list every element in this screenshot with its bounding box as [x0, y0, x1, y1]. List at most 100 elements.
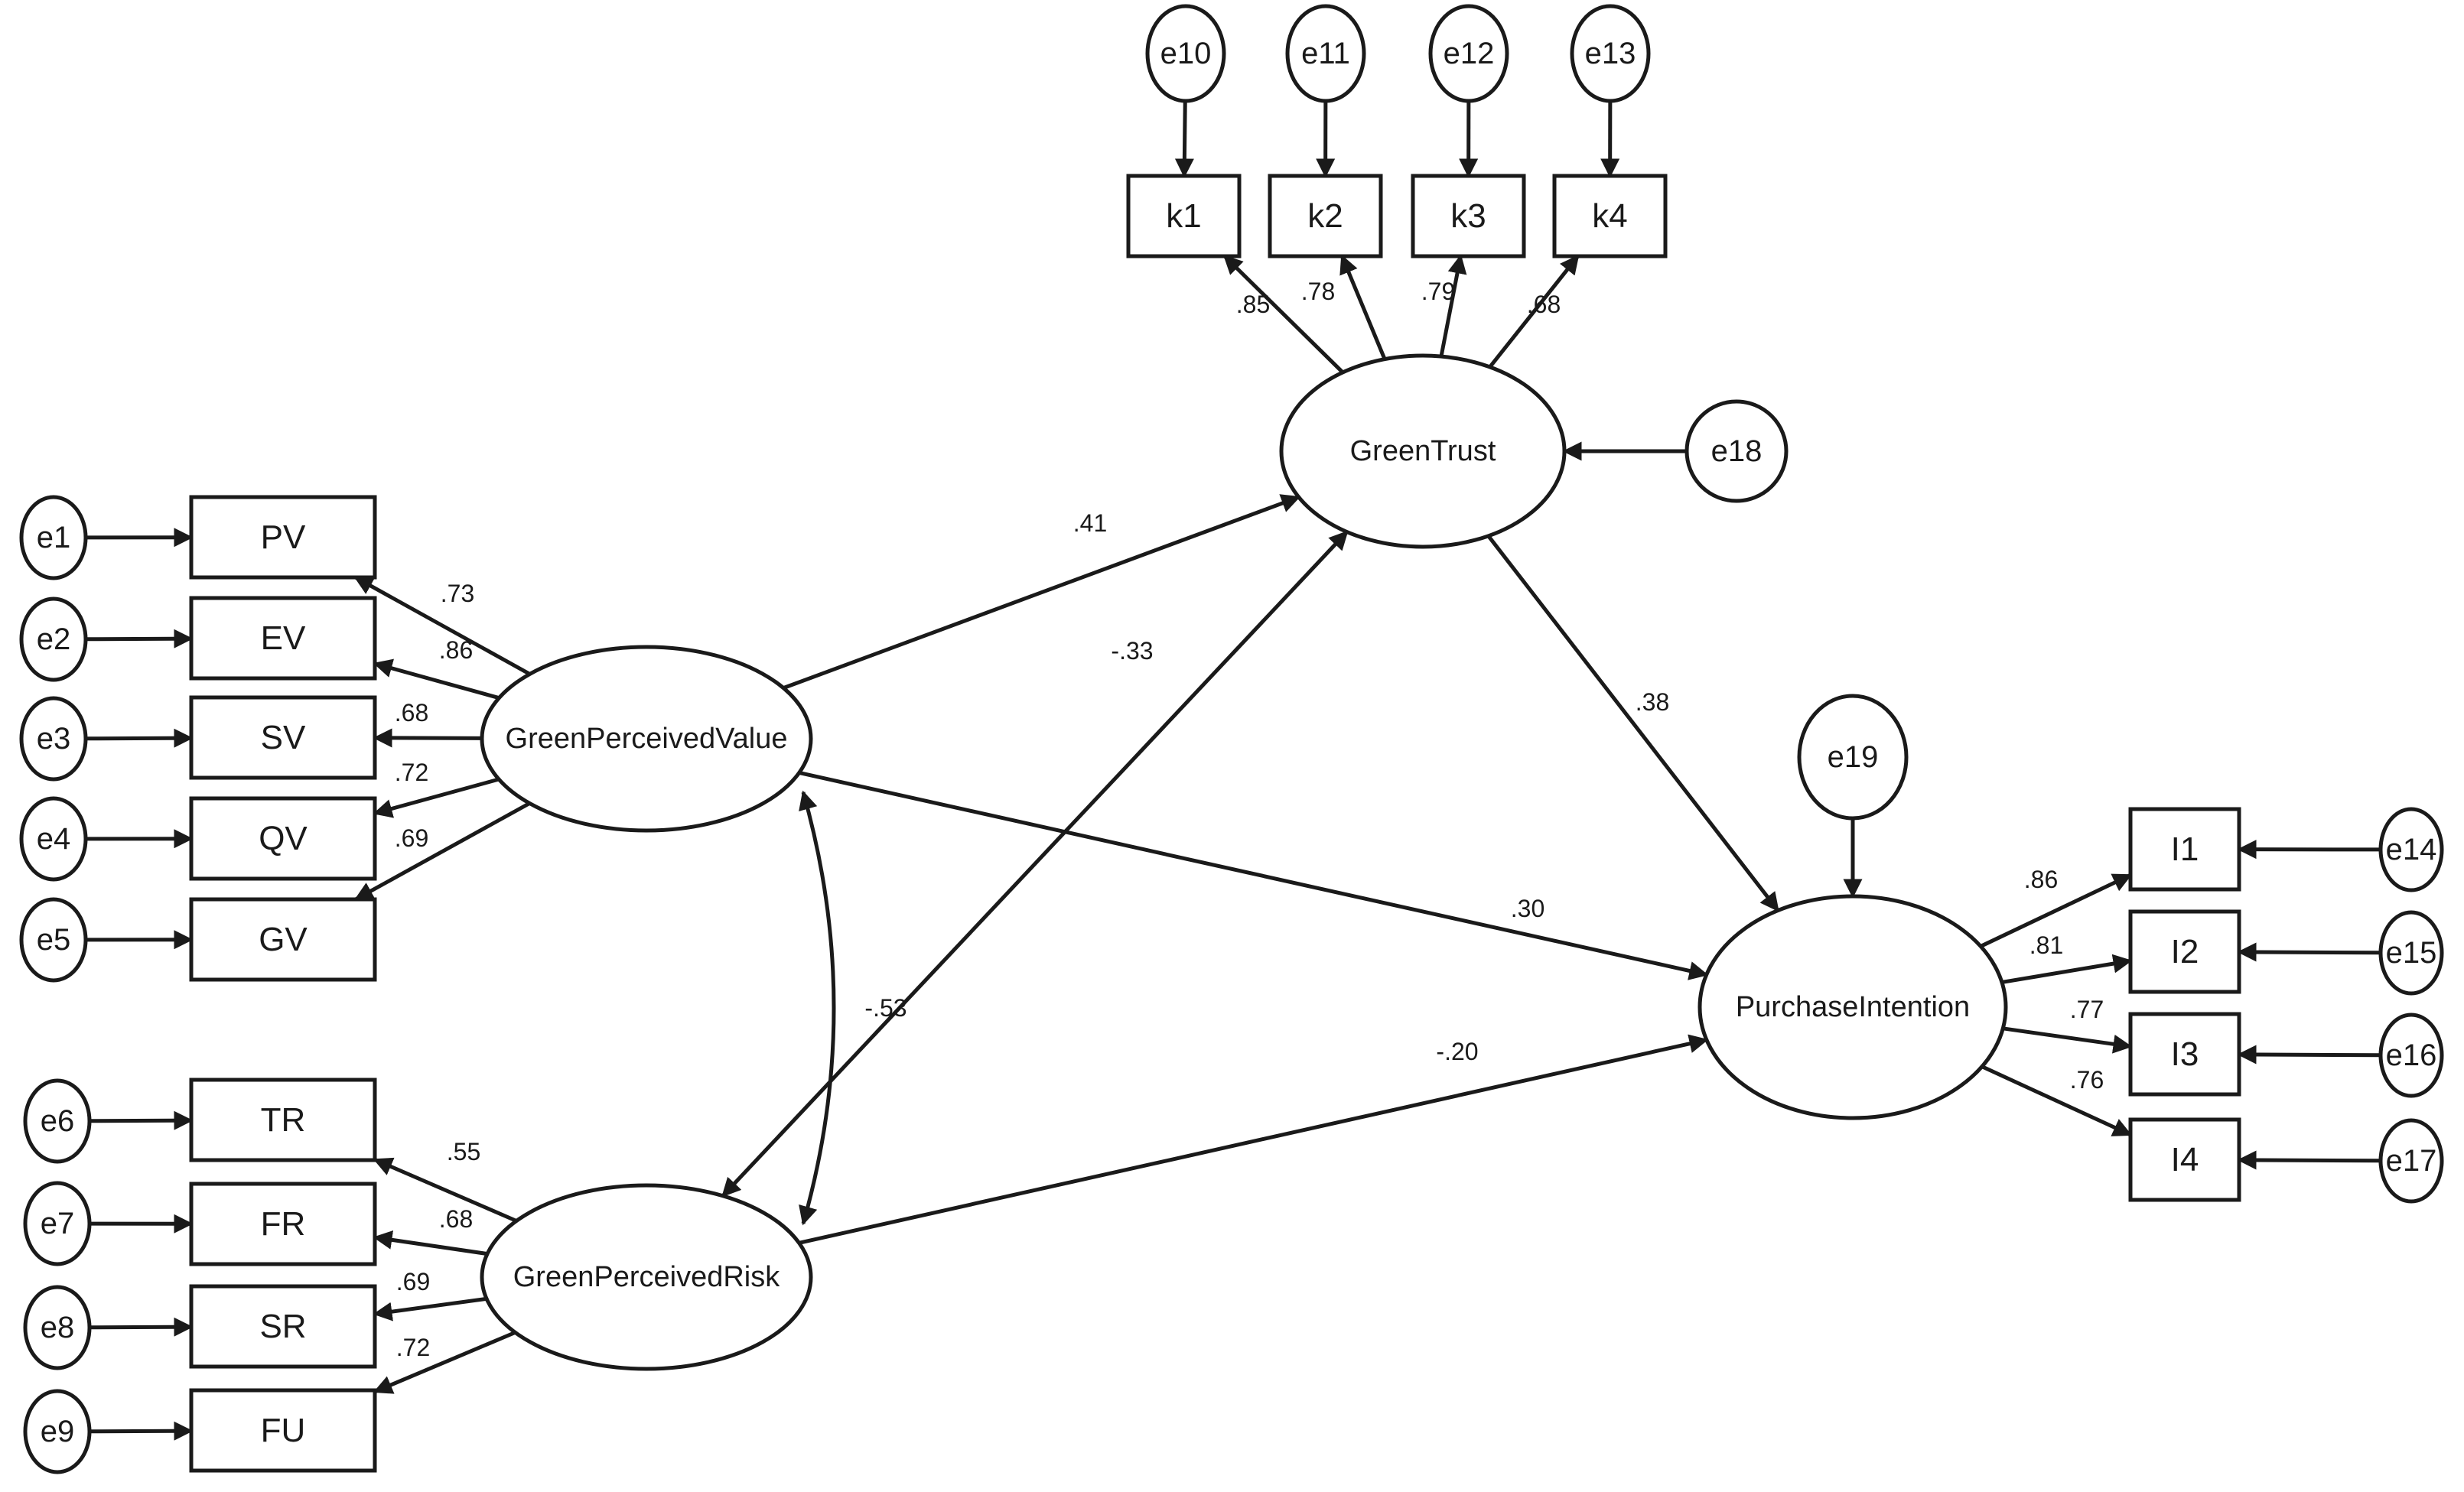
- error-e3: e3: [19, 696, 88, 782]
- loading-path-i1: [1980, 873, 2133, 948]
- observed-fu: FU: [189, 1388, 377, 1473]
- error-label: e5: [37, 923, 71, 957]
- loading-coef-k4: .68: [1527, 291, 1561, 318]
- error-circle: [19, 596, 88, 682]
- paths-layer: [85, 100, 2381, 1441]
- error-path-e8: [89, 1317, 194, 1337]
- error-circle: [2378, 910, 2444, 996]
- error-circle: [1684, 399, 1789, 503]
- observed-box: [1552, 174, 1668, 258]
- observed-label: PV: [261, 518, 306, 556]
- error-label: e10: [1160, 37, 1212, 70]
- latent-gt: GreenTrust: [1279, 353, 1567, 549]
- observed-box: [2128, 909, 2241, 994]
- loading-coef-sr: .69: [396, 1268, 430, 1295]
- observed-box: [1411, 174, 1526, 258]
- error-path-e17: [2237, 1150, 2381, 1170]
- observed-k3: k3: [1411, 174, 1526, 258]
- error-circle: [19, 796, 88, 882]
- error-circle: [2378, 807, 2444, 892]
- error-label: e3: [37, 722, 71, 756]
- observed-k4: k4: [1552, 174, 1668, 258]
- loading-coef-tr: .55: [447, 1138, 480, 1165]
- structural-coef-gpr-pi: -.20: [1436, 1038, 1478, 1065]
- error-circle: [2378, 1118, 2444, 1204]
- latent-label: GreenTrust: [1350, 435, 1496, 467]
- error-circle: [1797, 694, 1909, 821]
- error-circle: [23, 1389, 92, 1474]
- error-e8: e8: [23, 1285, 92, 1370]
- loading-coef-i4: .76: [2070, 1066, 2104, 1094]
- error-circle: [23, 1078, 92, 1164]
- error-e5: e5: [19, 897, 88, 983]
- latent-pi: PurchaseIntention: [1697, 894, 2008, 1120]
- observed-label: TR: [261, 1101, 306, 1139]
- observed-label: I1: [2171, 831, 2199, 868]
- loading-coef-i1: .86: [2024, 866, 2058, 893]
- loading-coef-k2: .78: [1301, 278, 1335, 305]
- error-label: e19: [1828, 740, 1879, 774]
- error-e16: e16: [2378, 1013, 2444, 1098]
- observed-label: FR: [261, 1205, 306, 1243]
- error-circle: [1285, 4, 1366, 103]
- error-label: e7: [41, 1207, 75, 1240]
- loading-path-i3: [2002, 1026, 2133, 1054]
- observed-label: k4: [1592, 197, 1627, 235]
- observed-ev: EV: [189, 596, 377, 681]
- latent-label: GreenPerceivedRisk: [513, 1261, 780, 1293]
- error-e12: e12: [1428, 4, 1509, 103]
- observed-sr: SR: [189, 1284, 377, 1369]
- loading-path-fu: [373, 1331, 516, 1394]
- error-circle: [19, 696, 88, 782]
- error-e7: e7: [23, 1181, 92, 1266]
- error-e2: e2: [19, 596, 88, 682]
- observed-box: [1268, 174, 1383, 258]
- error-e10: e10: [1145, 4, 1226, 103]
- error-path-e10: [1174, 100, 1194, 178]
- error-circle: [19, 897, 88, 983]
- observed-box: [2128, 807, 2241, 892]
- latent-ellipse: [480, 645, 813, 833]
- error-path-e15: [2237, 942, 2381, 962]
- error-e4: e4: [19, 796, 88, 882]
- covariance-coef-gpv-gpr: -.53: [864, 994, 907, 1022]
- loading-path-k1: [1223, 255, 1345, 374]
- observed-i1: I1: [2128, 807, 2241, 892]
- error-path-e6: [89, 1110, 194, 1130]
- latent-label: PurchaseIntention: [1736, 991, 1970, 1023]
- structural-path-gpr-gt: [721, 530, 1349, 1198]
- error-label: e15: [2386, 936, 2437, 970]
- error-label: e16: [2386, 1039, 2437, 1072]
- observed-i4: I4: [2128, 1117, 2241, 1202]
- structural-coef-gpv-pi: .30: [1511, 895, 1544, 922]
- loading-coef-pv: .73: [441, 580, 474, 607]
- latent-ellipse: [480, 1183, 813, 1371]
- loading-path-i4: [1981, 1065, 2133, 1137]
- error-circle: [1570, 4, 1651, 103]
- error-circle: [1145, 4, 1226, 103]
- error-circle: [1428, 4, 1509, 103]
- loading-path-pv: [353, 575, 531, 676]
- structural-path-gt-pi: [1486, 535, 1780, 912]
- observed-box: [189, 796, 377, 881]
- observed-k1: k1: [1126, 174, 1242, 258]
- observed-gv: GV: [189, 897, 377, 982]
- error-label: e6: [41, 1104, 75, 1138]
- observed-box: [2128, 1012, 2241, 1097]
- loading-coef-qv: .72: [395, 759, 428, 786]
- latent-gpr: GreenPerceivedRisk: [480, 1183, 813, 1371]
- observed-box: [189, 1284, 377, 1369]
- observed-label: I4: [2171, 1141, 2199, 1178]
- loading-path-k3: [1439, 254, 1467, 357]
- error-e13: e13: [1570, 4, 1651, 103]
- error-path-e3: [85, 728, 194, 748]
- loading-path-fr: [373, 1230, 488, 1256]
- loading-coef-ev: .86: [439, 636, 473, 664]
- error-label: e2: [37, 622, 71, 656]
- error-path-e9: [89, 1421, 194, 1441]
- structural-coef-gpr-gt: -.33: [1111, 637, 1153, 665]
- covariance-path-gpv-gpr: [799, 790, 836, 1226]
- loading-path-k4: [1488, 255, 1580, 369]
